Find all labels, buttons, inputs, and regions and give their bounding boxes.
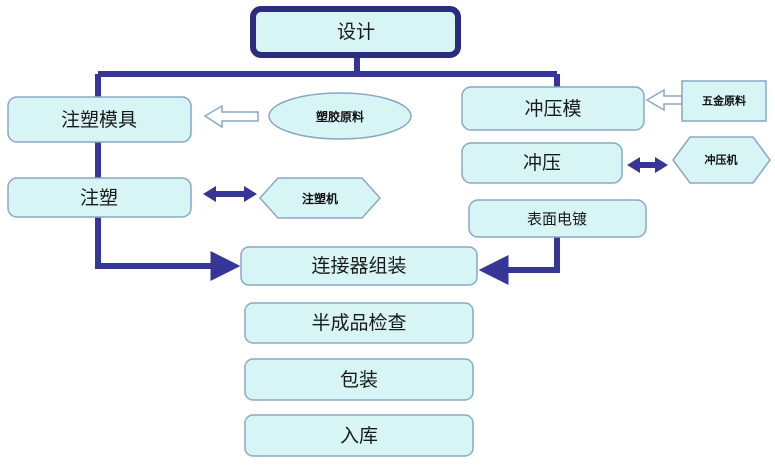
plastic-material-label: 塑胶原料	[316, 109, 364, 124]
plating-label: 表面电镀	[527, 210, 587, 228]
warehousing-label: 入库	[340, 425, 378, 447]
hollow-arrow-metal-to-die	[645, 88, 683, 112]
semi-inspection-label: 半成品检查	[311, 312, 406, 334]
injection-machine-hexagon[interactable]: 注塑机	[258, 177, 382, 219]
hollow-arrow-plastic-to-mold	[203, 104, 259, 129]
stamping-machine-hexagon[interactable]: 冲压机	[672, 136, 771, 184]
design-box[interactable]: 设计	[250, 6, 461, 58]
double-arrow-stamping-machine	[627, 157, 668, 173]
stamping-machine-label: 冲压机	[705, 153, 738, 167]
injection-machine-label: 注塑机	[302, 191, 338, 206]
plating-box[interactable]: 表面电镀	[468, 199, 647, 238]
warehousing-box[interactable]: 入库	[244, 414, 474, 457]
plastic-material-ellipse[interactable]: 塑胶原料	[268, 92, 412, 140]
packaging-label: 包装	[340, 369, 378, 391]
metal-material-label: 五金原料	[702, 94, 746, 108]
connector-injection-to-assembly	[95, 217, 241, 281]
connector-plating-to-assembly	[478, 237, 560, 285]
injection-mold-label: 注塑模具	[61, 109, 137, 131]
double-arrow-injection-machine	[203, 186, 257, 202]
packaging-box[interactable]: 包装	[244, 358, 474, 401]
injection-mold-box[interactable]: 注塑模具	[7, 96, 192, 143]
semi-inspection-box[interactable]: 半成品检查	[244, 302, 474, 344]
stamping-label: 冲压	[523, 152, 561, 174]
design-label: 设计	[337, 21, 375, 43]
injection-label: 注塑	[80, 187, 118, 209]
assembly-box[interactable]: 连接器组装	[240, 246, 478, 286]
stamping-box[interactable]: 冲压	[461, 142, 623, 184]
metal-material-box[interactable]: 五金原料	[681, 80, 767, 122]
stamping-die-box[interactable]: 冲压模	[461, 86, 645, 131]
assembly-label: 连接器组装	[311, 255, 406, 277]
stamping-die-label: 冲压模	[524, 98, 581, 120]
injection-box[interactable]: 注塑	[7, 177, 192, 218]
connectors	[95, 52, 560, 285]
